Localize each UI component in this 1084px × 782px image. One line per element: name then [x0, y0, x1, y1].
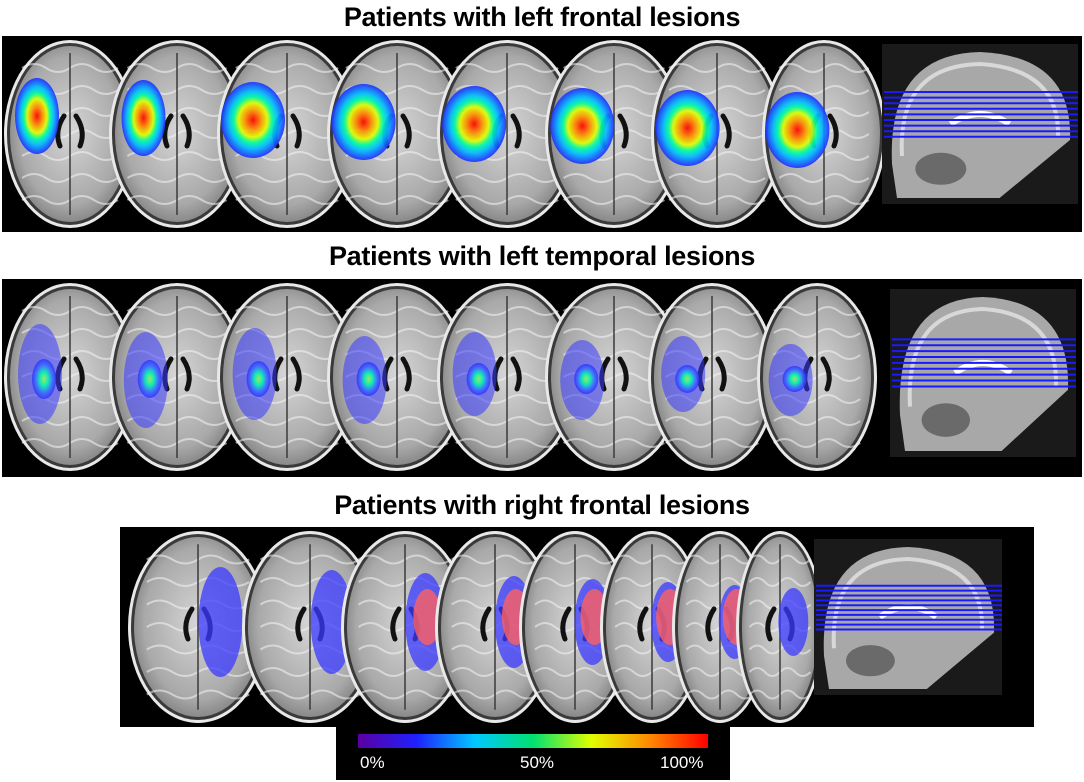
lesion-overlay-core-7: [675, 365, 700, 393]
lesion-overlay-core-2: [137, 360, 162, 398]
lesion-overlay-low-8: [778, 588, 809, 656]
sagittal-reference-left-frontal: [882, 44, 1078, 204]
panel-left-temporal: [2, 279, 1082, 477]
title-left-frontal: Patients with left frontal lesions: [343, 2, 741, 32]
lesion-overlay-5: [442, 86, 507, 162]
lesion-overlay-2: [121, 80, 166, 156]
axial-slice-strip-left-temporal: [4, 283, 1076, 471]
lesion-overlay-core-3: [246, 361, 271, 397]
lesion-overlay-low-1: [198, 567, 243, 677]
lesion-overlay-core-4: [356, 362, 381, 396]
axial-slice-4: [327, 40, 467, 228]
axial-slice-strip-left-frontal: [4, 40, 1078, 228]
lesion-overlay-1: [15, 78, 59, 154]
lesion-overlay-core-1: [32, 359, 56, 399]
lesion-overlay-3: [221, 82, 285, 158]
lesion-overlay-low-2: [310, 570, 353, 674]
lesion-overlay-4: [331, 84, 396, 160]
lesion-overlay-core-5: [466, 363, 491, 395]
colorbar-label-100: 100%: [660, 753, 704, 772]
lesion-overlay-core-8: [782, 366, 807, 392]
lesion-overlay-6: [550, 88, 615, 164]
title-right-frontal: Patients with right frontal lesions: [334, 490, 750, 520]
colorbar-label-50: 50%: [520, 753, 555, 772]
axial-slice-strip-right-frontal: [128, 531, 1002, 723]
sagittal-reference-right-frontal: [814, 539, 1002, 695]
lesion-overlay-7: [655, 90, 720, 166]
panel-right-frontal: [120, 527, 1034, 727]
lesion-overlap-colorbar: 0% 50% 100%: [336, 726, 730, 780]
lesion-overlay-high-3: [413, 589, 442, 645]
title-left-temporal: Patients with left temporal lesions: [328, 241, 756, 271]
colorbar-label-0: 0%: [360, 753, 385, 772]
lesion-overlay-core-6: [574, 364, 599, 394]
axial-slice-4: [435, 531, 555, 723]
axial-slice-8: [757, 283, 877, 471]
lesion-overlay-8: [765, 92, 830, 168]
panel-left-frontal: [2, 36, 1082, 232]
sagittal-reference-left-temporal: [890, 289, 1076, 457]
colorbar-gradient: [358, 734, 708, 748]
